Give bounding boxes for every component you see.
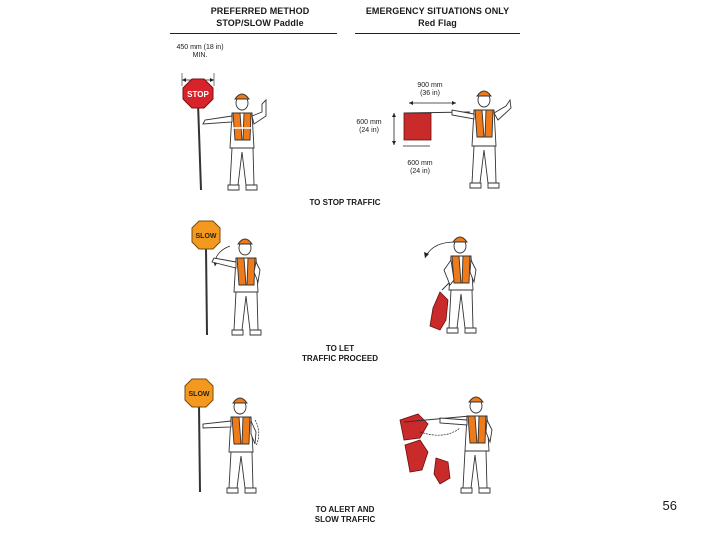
red-flag-rect bbox=[403, 112, 432, 141]
flagger-figure-proceed bbox=[211, 238, 262, 336]
flagger-figure-flag-stop bbox=[451, 90, 512, 189]
left-header-rule bbox=[170, 33, 337, 34]
flagger-figure-flag-alert bbox=[439, 396, 493, 494]
flag-size-bottom-dimension: 600 mm (24 in) bbox=[407, 160, 433, 175]
red-flag-wave-1 bbox=[399, 413, 429, 441]
slow-sign-2-text: SLOW bbox=[189, 391, 210, 398]
right-header-subtitle: Red Flag bbox=[418, 18, 457, 28]
stop-sign bbox=[182, 78, 214, 109]
caption-alert-slow: TO ALERT AND SLOW TRAFFIC bbox=[295, 505, 395, 525]
caption-let-proceed: TO LET TRAFFIC PROCEED bbox=[290, 344, 390, 364]
right-header-rule bbox=[355, 33, 520, 34]
slow-sign-1-text: SLOW bbox=[196, 233, 217, 240]
stop-sign-text: STOP bbox=[187, 90, 209, 99]
left-header-subtitle: STOP/SLOW Paddle bbox=[216, 18, 304, 28]
page-number: 56 bbox=[662, 498, 677, 513]
red-flag-wave-3 bbox=[433, 457, 451, 485]
paddle-width-dimension: 450 mm (18 in) MIN. bbox=[170, 44, 230, 60]
caption-alert-line1: TO ALERT AND bbox=[315, 505, 375, 514]
caption-let-proceed-line1: TO LET bbox=[325, 344, 355, 353]
slow-sign-2 bbox=[184, 378, 214, 408]
red-flag-wave-2 bbox=[404, 439, 429, 473]
right-header-title: EMERGENCY SITUATIONS ONLY bbox=[365, 6, 510, 16]
caption-alert-line2: SLOW TRAFFIC bbox=[314, 515, 376, 524]
flagger-figure-flag-proceed bbox=[443, 236, 477, 334]
right-column-header: EMERGENCY SITUATIONS ONLY Red Flag bbox=[355, 5, 520, 29]
left-column-header: PREFERRED METHOD STOP/SLOW Paddle bbox=[180, 5, 340, 29]
paddle-width-note: MIN. bbox=[192, 52, 208, 59]
flag-arm-dimension: 900 mm (36 in) bbox=[417, 82, 443, 97]
flagger-figure-stop bbox=[202, 93, 267, 191]
flagger-figure-alert bbox=[202, 397, 257, 494]
left-header-title: PREFERRED METHOD bbox=[210, 6, 310, 16]
slow-sign-1 bbox=[191, 220, 221, 250]
flag-size-dimension: 600 mm (24 in) bbox=[356, 119, 382, 134]
paddle-width-text: 450 mm (18 in) bbox=[176, 44, 224, 51]
red-flag-down bbox=[429, 291, 449, 331]
caption-let-proceed-line2: TRAFFIC PROCEED bbox=[302, 354, 378, 363]
caption-stop-traffic: TO STOP TRAFFIC bbox=[309, 198, 381, 207]
